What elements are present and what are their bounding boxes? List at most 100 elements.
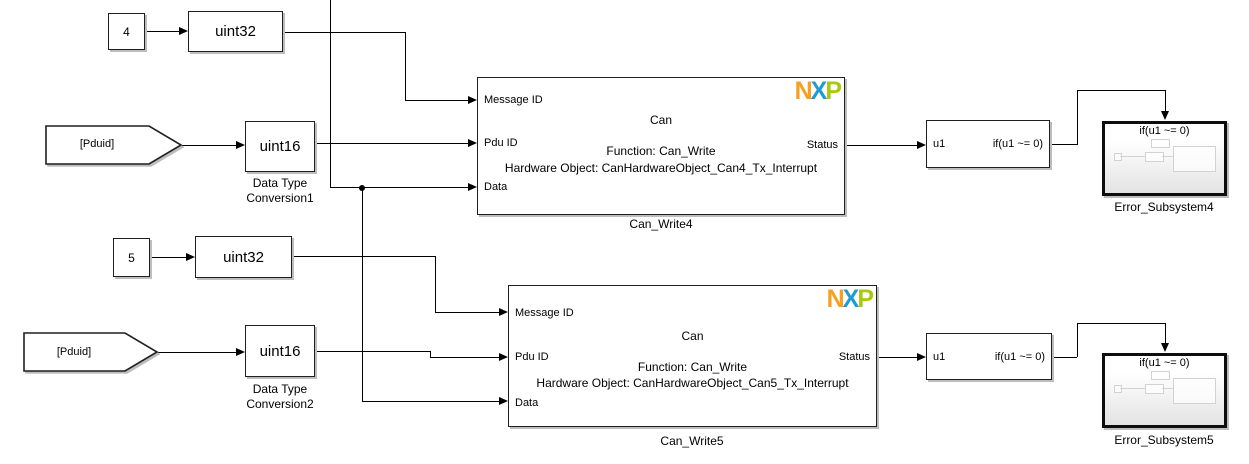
wire-data-branch-down[interactable]: [361, 187, 363, 402]
block-name-can-write4[interactable]: Can_Write4: [629, 217, 693, 231]
wire-uint32-msgid-seg2[interactable]: [404, 32, 406, 100]
if-block-4[interactable]: u1 if(u1 ~= 0): [926, 120, 1050, 168]
arrowhead-icon: [468, 182, 477, 191]
from-tag-pduid-bottom[interactable]: [23, 332, 159, 372]
constant-block-5[interactable]: 5: [113, 238, 150, 277]
wire-if5-out-seg4[interactable]: [1164, 323, 1166, 344]
wire-if5-out-seg3[interactable]: [1077, 322, 1165, 324]
data-type-conversion-uint32-top[interactable]: uint32: [188, 11, 283, 52]
wire-if4-out-seg1[interactable]: [1050, 143, 1077, 145]
wire-uint16b-pduport-seg1[interactable]: [315, 350, 430, 352]
arrowhead-down-icon: [1160, 111, 1169, 120]
subsystem-preview-block-icon: [1145, 152, 1164, 162]
arrowhead-icon: [236, 347, 245, 356]
from-tag-pduid-top[interactable]: [45, 125, 183, 165]
if-condition-label: if(u1 ~= 0): [992, 138, 1043, 150]
arrowhead-icon: [499, 352, 508, 361]
wire-if5-out-seg2[interactable]: [1076, 323, 1078, 357]
wire-if4-out-seg3[interactable]: [1077, 89, 1165, 91]
if-block-5[interactable]: u1 if(u1 ~= 0): [926, 333, 1052, 380]
subsystem-action-port-icon: [1151, 139, 1170, 148]
wire-data-to-canwrite5[interactable]: [362, 400, 499, 402]
can-function-line: Function: Can_Write: [606, 144, 716, 158]
wire-uint16-to-pduport4[interactable]: [315, 142, 468, 144]
error-subsystem5-block[interactable]: if(u1 ~= 0): [1102, 353, 1227, 428]
port-label-status: Status: [806, 139, 838, 151]
if-input-label: u1: [933, 138, 946, 150]
can-hardware-line: Hardware Object: CanHardwareObject_Can4_…: [504, 161, 818, 175]
subsystem-preview-block-icon: [1145, 384, 1164, 394]
uint32-label: uint32: [215, 23, 256, 40]
subsystem-preview-line: [1120, 156, 1145, 157]
uint32-label: uint32: [223, 248, 264, 266]
subsystem-preview-line: [1162, 156, 1173, 157]
from-tag-label: [Pduid]: [56, 345, 92, 358]
wire-data-to-canwrite4[interactable]: [330, 186, 468, 188]
data-type-conversion2-uint16[interactable]: uint16: [245, 325, 315, 377]
wire-data-trunk-top[interactable]: [329, 0, 331, 188]
port-label-pdu-id: Pdu ID: [515, 351, 549, 363]
wire-status4-to-if[interactable]: [845, 144, 917, 146]
wire-uint32b-msgid-seg3[interactable]: [435, 311, 499, 313]
can-title: Can: [681, 329, 704, 343]
if-condition-label: if(u1 ~= 0): [994, 350, 1045, 363]
arrowhead-icon: [917, 140, 926, 149]
arrowhead-icon: [468, 95, 477, 104]
data-type-conversion-uint32-bottom[interactable]: uint32: [195, 236, 292, 278]
wire-if4-out-seg4[interactable]: [1164, 90, 1166, 112]
can-function-line: Function: Can_Write: [637, 360, 748, 374]
wire-uint16b-pduport-seg3[interactable]: [430, 356, 499, 358]
wire-pduid1-to-uint16[interactable]: [182, 144, 236, 146]
constant-block-4[interactable]: 4: [108, 13, 145, 50]
block-name-error-subsystem5[interactable]: Error_Subsystem5: [1114, 433, 1214, 447]
wire-const4-to-uint32[interactable]: [145, 30, 179, 32]
block-name-can-write5[interactable]: Can_Write5: [660, 434, 724, 448]
error-subsystem4-block[interactable]: if(u1 ~= 0): [1102, 121, 1227, 196]
port-label-data: Data: [484, 181, 508, 193]
port-label-pdu-id: Pdu ID: [484, 137, 518, 149]
nxp-logo: NXP: [794, 77, 842, 105]
wire-if4-out-seg2[interactable]: [1076, 90, 1078, 145]
subsystem-preview-big-block-icon: [1173, 146, 1216, 172]
wire-uint16b-pduport-seg2[interactable]: [429, 351, 431, 358]
from-tag-label: [Pduid]: [79, 138, 115, 150]
can-write4-block[interactable]: Message ID Pdu ID Data Status Can Functi…: [477, 77, 845, 215]
port-label-message-id: Message ID: [484, 94, 543, 106]
block-name-error-subsystem4[interactable]: Error_Subsystem4: [1114, 200, 1214, 214]
wire-status5-to-if[interactable]: [877, 356, 917, 358]
arrowhead-down-icon: [1160, 343, 1169, 352]
port-label-data: Data: [515, 397, 539, 409]
wire-uint32-msgid-seg3[interactable]: [405, 99, 468, 101]
port-label-message-id: Message ID: [515, 307, 574, 319]
block-name-data-type-conversion2[interactable]: Data Type Conversion2: [246, 382, 314, 411]
uint16-label: uint16: [259, 342, 301, 360]
wire-const5-to-uint32[interactable]: [150, 256, 186, 258]
arrowhead-icon: [179, 26, 188, 35]
wire-uint32b-msgid-seg2[interactable]: [434, 256, 436, 312]
subsystem-condition-label: if(u1 ~= 0): [1139, 125, 1190, 137]
data-type-conversion1-uint16[interactable]: uint16: [245, 121, 315, 172]
can-write5-block[interactable]: Message ID Pdu ID Data Status Can Functi…: [508, 285, 877, 427]
subsystem-preview-big-block-icon: [1173, 378, 1216, 404]
arrowhead-icon: [236, 140, 245, 149]
wire-pduid2-to-uint16[interactable]: [158, 351, 236, 353]
subsystem-condition-label: if(u1 ~= 0): [1139, 357, 1190, 369]
subsystem-preview-inport-icon: [1114, 385, 1122, 393]
subsystem-preview-line: [1162, 388, 1173, 389]
uint16-label: uint16: [259, 138, 301, 155]
nxp-logo: NXP: [826, 285, 874, 313]
arrowhead-icon: [917, 352, 926, 361]
wire-uint32b-msgid-seg1[interactable]: [292, 255, 435, 257]
block-name-data-type-conversion1[interactable]: Data Type Conversion1: [246, 176, 314, 205]
can-hardware-line: Hardware Object: CanHardwareObject_Can5_…: [536, 376, 849, 390]
arrowhead-icon: [499, 396, 508, 405]
if-input-label: u1: [933, 350, 946, 363]
arrowhead-icon: [499, 307, 508, 316]
constant-value: 4: [123, 24, 130, 39]
wire-if5-out-seg1[interactable]: [1052, 356, 1077, 358]
constant-value: 5: [128, 250, 135, 265]
wire-uint32-msgid-seg1[interactable]: [283, 31, 405, 33]
subsystem-preview-line: [1120, 388, 1145, 389]
arrowhead-icon: [468, 138, 477, 147]
